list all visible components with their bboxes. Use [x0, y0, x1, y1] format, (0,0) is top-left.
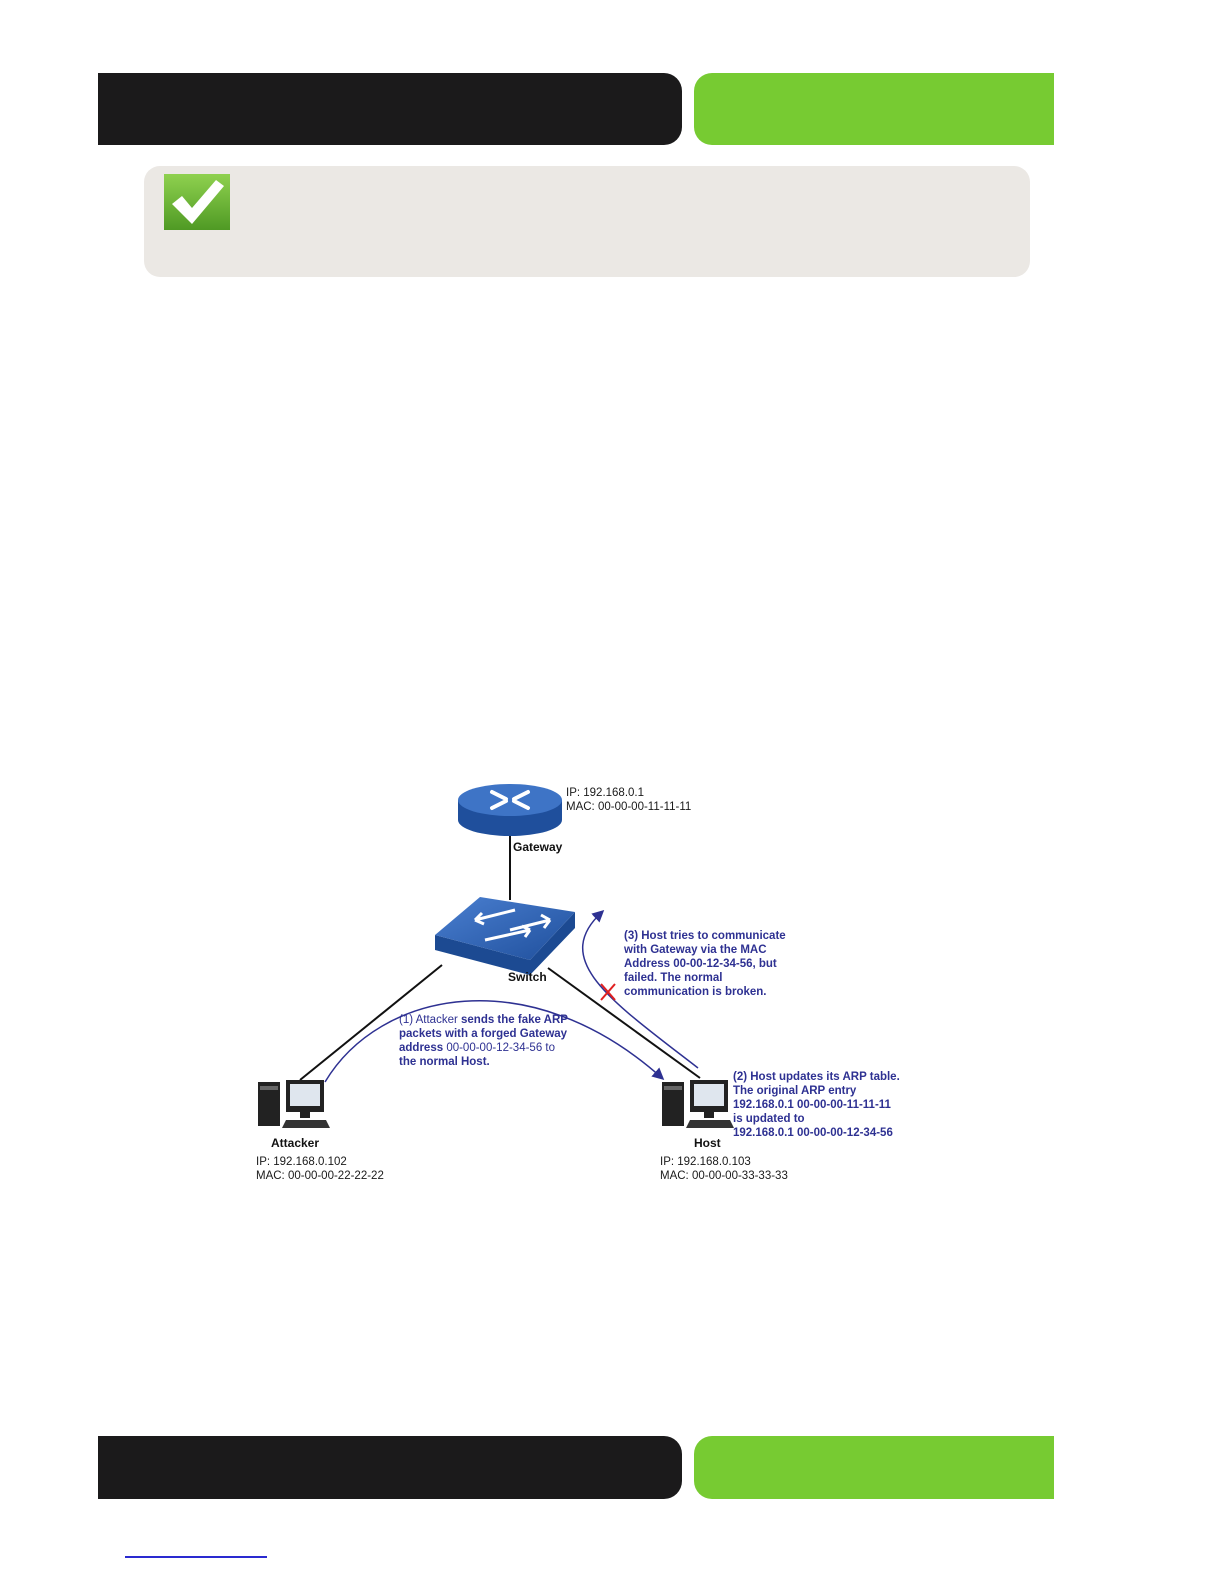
link-switch-host: [547, 967, 701, 1079]
gateway-label: Gateway: [513, 840, 563, 854]
fail-x-mark: [600, 983, 616, 1001]
tip-box: [144, 166, 1030, 277]
header-bar-dark: [98, 73, 682, 145]
host-mac: MAC: 00-00-00-33-33-33: [660, 1170, 788, 1182]
host-label: Host: [694, 1136, 721, 1150]
checkmark-icon: [164, 174, 230, 230]
host-ip: IP: 192.168.0.103: [660, 1156, 751, 1168]
attacker-mac: MAC: 00-00-00-22-22-22: [256, 1170, 384, 1182]
link-switch-attacker: [299, 964, 443, 1081]
arp-spoofing-diagram: IP: 192.168.0.1 MAC: 00-00-00-11-11-11 G…: [256, 784, 903, 1182]
attacker-ip: IP: 192.168.0.102: [256, 1156, 347, 1168]
note-2: (2) Host updates its ARP table. The orig…: [733, 1071, 903, 1139]
footer-bar-green: [694, 1436, 1054, 1499]
arrow-host-to-gateway: [581, 909, 699, 1069]
note-1: (1) Attacker sends the fake ARP packets …: [399, 1014, 571, 1068]
gateway-mac: MAC: 00-00-00-11-11-11: [566, 801, 691, 813]
header-bar-green: [694, 73, 1054, 145]
switch-label: Switch: [508, 970, 547, 984]
arrow-attacker-to-host: [324, 1000, 665, 1083]
gateway-ip: IP: 192.168.0.1: [566, 787, 644, 799]
host-computer-icon: [662, 1080, 734, 1128]
footer-link-underline[interactable]: [125, 1556, 267, 1558]
gateway-router-icon: [458, 784, 562, 836]
note-3: (3) Host tries to communicate with Gatew…: [623, 930, 789, 998]
switch-icon: [435, 897, 575, 975]
footer-bar-dark: [98, 1436, 682, 1499]
attacker-label: Attacker: [271, 1136, 319, 1150]
attacker-computer-icon: [258, 1080, 330, 1128]
